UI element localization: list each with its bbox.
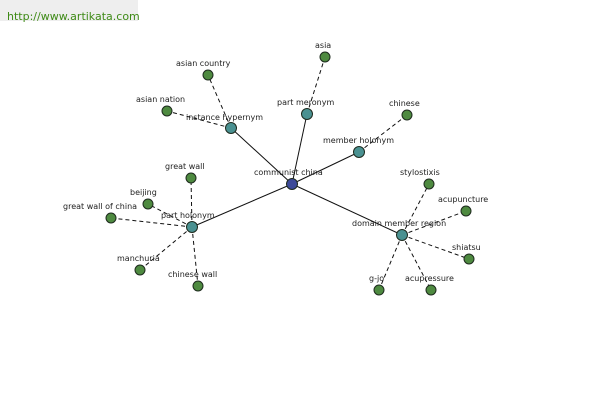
node-shiatsu[interactable] (463, 253, 475, 265)
node-label-domain-member-region[interactable]: domain member region (352, 219, 446, 228)
node-instance-hypernym[interactable] (225, 122, 237, 134)
node-chinese[interactable] (401, 109, 413, 121)
node-acupressure[interactable] (425, 284, 437, 296)
node-label-shiatsu[interactable]: shiatsu (452, 243, 481, 252)
edge-part-holonym-to-beijing (147, 203, 193, 228)
node-label-part-meronym[interactable]: part meronym (277, 98, 334, 107)
edge-member-holonym-to-chinese (358, 114, 408, 153)
node-acupuncture[interactable] (460, 205, 472, 217)
node-label-member-holonym[interactable]: member holonym (323, 136, 394, 145)
edge-domain-member-region-to-stylostixis (401, 183, 430, 236)
node-label-great-wall-of-china[interactable]: great wall of china (63, 202, 137, 211)
node-center[interactable] (286, 178, 298, 190)
graph-labels: communist china instance hypernym asian co… (63, 41, 488, 283)
node-stylostixis[interactable] (423, 178, 435, 190)
edge-center-to-member-holonym (291, 151, 360, 185)
edge-part-holonym-to-great-wall (190, 177, 193, 228)
watermark-url[interactable]: http://www.artikata.com (7, 10, 140, 23)
node-label-chinese-wall[interactable]: chinese wall (168, 270, 217, 279)
edge-domain-member-region-to-acupressure (401, 234, 432, 291)
node-label-chinese[interactable]: chinese (389, 99, 420, 108)
edge-domain-member-region-to-g-jo (378, 234, 403, 291)
edge-part-holonym-to-manchuria (139, 226, 193, 271)
node-label-acupressure[interactable]: acupressure (405, 274, 454, 283)
watermark-url-bar: http://www.artikata.com (0, 0, 140, 23)
edge-domain-member-region-to-shiatsu (401, 234, 470, 260)
node-label-g-jo[interactable]: g-jo (369, 274, 384, 283)
node-label-acupuncture[interactable]: acupuncture (438, 195, 488, 204)
node-label-manchuria[interactable]: manchuria (117, 254, 160, 263)
node-asian-country[interactable] (202, 69, 214, 81)
node-label-center[interactable]: communist china (254, 168, 323, 177)
node-great-wall[interactable] (185, 172, 197, 184)
node-label-great-wall[interactable]: great wall (165, 162, 205, 171)
node-member-holonym[interactable] (353, 146, 365, 158)
node-g-jo[interactable] (373, 284, 385, 296)
node-label-part-holonym[interactable]: part holonym (161, 211, 215, 220)
graph-edges (110, 56, 470, 291)
node-label-stylostixis[interactable]: stylostixis (400, 168, 440, 177)
node-chinese-wall[interactable] (192, 280, 204, 292)
edge-center-to-part-holonym (191, 183, 293, 228)
node-label-asian-country[interactable]: asian country (176, 59, 231, 68)
edge-domain-member-region-to-acupuncture (401, 210, 467, 236)
node-label-beijing[interactable]: beijing (130, 188, 157, 197)
edge-part-holonym-to-chinese-wall (191, 226, 199, 287)
node-great-wall-of-china[interactable] (105, 212, 117, 224)
node-label-asia[interactable]: asia (315, 41, 331, 50)
node-asian-nation[interactable] (161, 105, 173, 117)
node-label-instance-hypernym[interactable]: instance hypernym (186, 113, 263, 122)
edge-instance-hypernym-to-asian-country (207, 74, 232, 129)
node-part-meronym[interactable] (301, 108, 313, 120)
edge-center-to-instance-hypernym (230, 127, 293, 185)
edge-center-to-part-meronym (291, 113, 308, 185)
node-beijing[interactable] (142, 198, 154, 210)
edge-part-meronym-to-asia (306, 56, 326, 115)
edge-center-to-domain-member-region (291, 183, 403, 236)
node-asia[interactable] (319, 51, 331, 63)
node-domain-member-region[interactable] (396, 229, 408, 241)
node-manchuria[interactable] (134, 264, 146, 276)
node-label-asian-nation[interactable]: asian nation (136, 95, 185, 104)
graph-nodes (105, 51, 475, 296)
node-part-holonym[interactable] (186, 221, 198, 233)
